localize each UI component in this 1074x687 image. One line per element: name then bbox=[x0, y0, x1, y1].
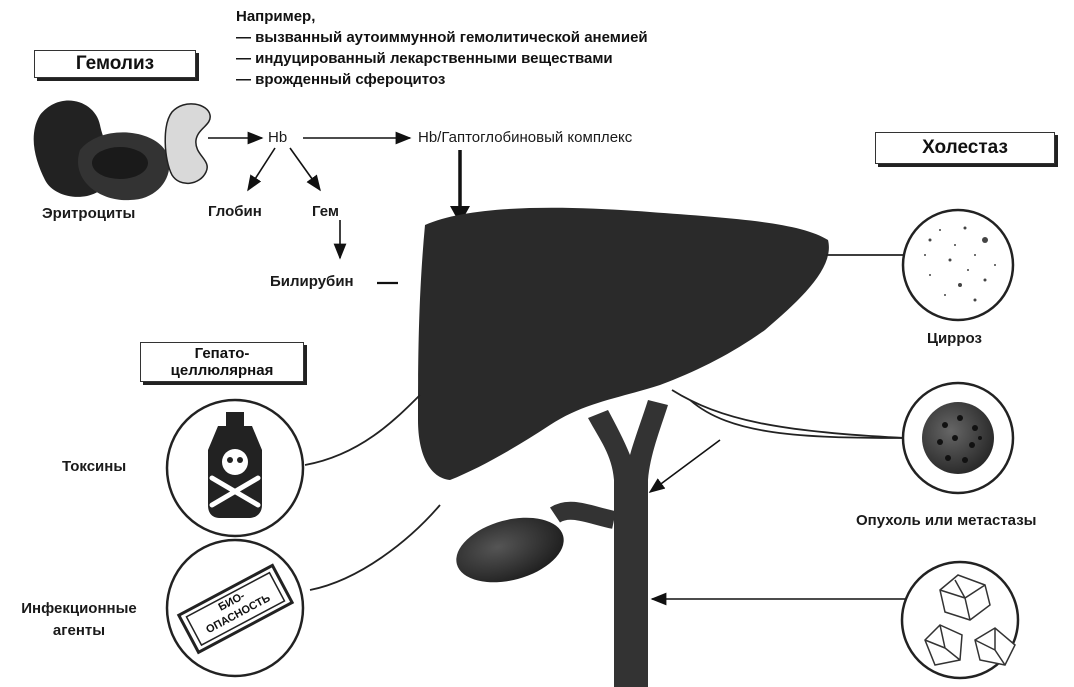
lysed-cell-illustration bbox=[165, 104, 210, 184]
infectious-label: Инфекционные агенты bbox=[12, 598, 146, 642]
heme-label: Гем bbox=[312, 203, 339, 220]
note-title: Например, bbox=[236, 6, 648, 27]
bilirubin-label: Билирубин bbox=[270, 273, 354, 290]
infectious-label-line1: Инфекционные bbox=[12, 598, 146, 620]
note-item: — вызванный аутоиммунной гемолитической … bbox=[236, 27, 648, 48]
hepatocellular-box: Гепато- целлюлярная bbox=[140, 342, 304, 382]
example-note: Например, — вызванный аутоиммунной гемол… bbox=[236, 6, 648, 90]
hb-complex-arrow bbox=[450, 150, 470, 224]
hepatocellular-label-line1: Гепато- bbox=[141, 345, 303, 362]
erythrocytes-label: Эритроциты bbox=[42, 205, 135, 222]
note-item: — врожденный сфероцитоз bbox=[236, 69, 648, 90]
globin-label: Глобин bbox=[208, 203, 262, 220]
hepatocellular-label-line2: целлюлярная bbox=[141, 362, 303, 379]
tumor-label: Опухоль или метастазы bbox=[856, 512, 1036, 529]
hb-complex-label: Hb/Гаптоглобиновый комплекс bbox=[418, 129, 632, 146]
cholestasis-box: Холестаз bbox=[875, 132, 1055, 164]
hemolysis-label: Гемолиз bbox=[76, 53, 154, 74]
gallbladder bbox=[449, 507, 571, 593]
tumor-illustration bbox=[922, 402, 994, 474]
cirrhosis-circle bbox=[903, 210, 1013, 320]
liver bbox=[418, 208, 829, 480]
note-item: — индуцированный лекарственными вещества… bbox=[236, 48, 648, 69]
hemolysis-box: Гемолиз bbox=[34, 50, 196, 78]
hb-label: Hb bbox=[268, 129, 287, 146]
toxins-label: Токсины bbox=[62, 458, 126, 475]
infectious-label-line2: агенты bbox=[12, 620, 146, 642]
cirrhosis-label: Цирроз bbox=[927, 330, 982, 347]
bile-ducts bbox=[555, 400, 668, 687]
cholestasis-label: Холестаз bbox=[922, 137, 1008, 158]
erythrocytes-illustration bbox=[34, 101, 170, 201]
